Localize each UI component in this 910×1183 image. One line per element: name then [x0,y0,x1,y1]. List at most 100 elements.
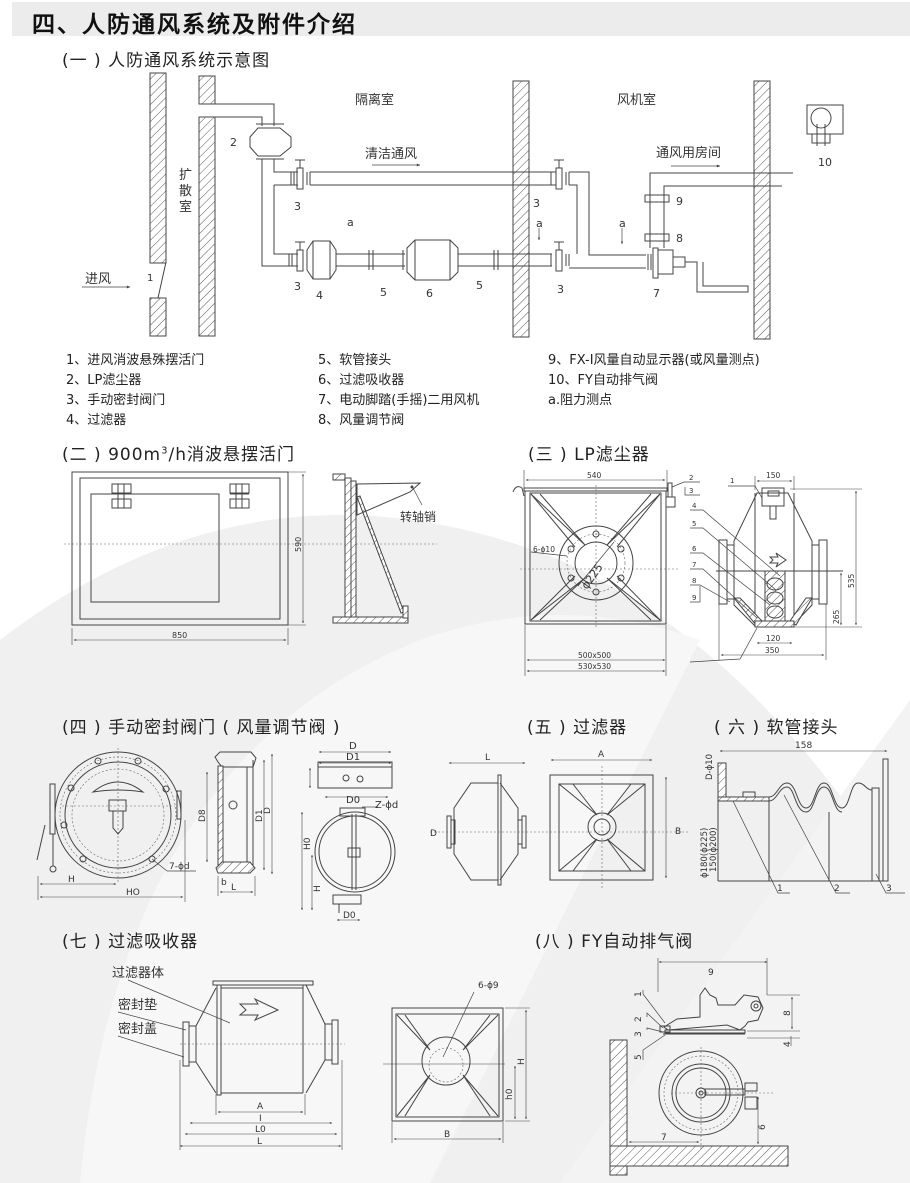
lp-side-flange-right-inner [811,544,820,600]
leader [127,979,231,1024]
leader [690,584,731,603]
exhaust-plan-weight [744,1082,758,1092]
marker-7: 7 [653,287,660,300]
legend-item: a.阻力测点 [548,393,613,408]
hose-flange-hatch [717,762,727,800]
absorber-flange-right [331,1019,339,1065]
label-filter-body: 过滤器体 [112,966,164,981]
damper-ring-inner [318,815,392,889]
leader [732,800,790,894]
legend-column-3: 9、FX-I风量自动显示器(或风量测点) 10、FY自动排气阀 a.阻力测点 [548,351,760,411]
dim-filter-L: L [485,753,490,763]
dim-D1: D1 [255,809,265,822]
dim-180-225: ϕ180(ϕ225) [700,828,710,878]
part-5: 5 [692,520,696,528]
section5-title: (五 ) 过滤器 [527,718,628,738]
exhaust-plan-dash [663,1055,739,1131]
hose-connector-drawing: 158 D-ϕ10 ϕ180(ϕ225) 150(ϕ200) 1 2 3 [700,741,905,894]
pivot-pin-label: 转轴销 [400,509,436,524]
valve-side-bottom [215,861,256,874]
dim-9: 9 [708,968,714,978]
dim-4: 4 [783,1041,793,1047]
swing-plate [356,495,405,614]
duct-intake [199,103,275,126]
marker-4: 4 [316,289,323,302]
bore-dim: ϕ225 [579,561,606,592]
sealed-valve-3d [550,241,570,272]
legend-column-2: 5、软管接头 6、过滤吸收器 7、电动脚踏(手摇)二用风机 8、风量调节阀 [318,351,479,431]
side-wall [344,477,352,619]
hinge-right [229,483,250,509]
dim-265: 265 [832,609,841,624]
part-3: 3 [634,1031,644,1037]
valve-bolt-holes [60,757,170,863]
dim-158: 158 [795,741,812,751]
wall-diffusion-top [198,75,216,105]
holes-leader [530,551,568,557]
side-wall-top [332,473,346,481]
valve-side-pivot [228,800,238,810]
part-1: 1 [730,477,734,485]
lp-rib [530,575,576,621]
diffusion-room-char-3: 室 [179,199,192,215]
leader [690,509,781,577]
absorber-cone-right [305,984,326,1094]
valve-handle-bracket [49,783,56,835]
lp-rib [530,577,586,621]
lp-bolt-holes [567,530,625,596]
exhaust-valve-10 [806,104,844,146]
marker-a: a [347,216,354,229]
absorber-top-plate [212,980,314,986]
hose-bellows-outer [768,782,873,809]
lp-filter-drawing: ϕ225 6-ϕ10 540 500x500 530x530 2 3 [512,470,862,676]
lp-filter-2 [249,127,292,157]
part-5: 5 [634,1054,644,1060]
dim-120: 120 [766,634,781,643]
dim-top-D0: D0 [346,795,360,806]
hose-clamp-hatch [717,796,770,802]
isolation-room-label: 隔离室 [355,92,394,108]
label-cover: 密封盖 [118,1021,157,1037]
dim-front-D0: D0 [343,911,356,921]
duct-clean-top [273,159,298,173]
valve-disk [71,768,165,862]
leader [783,794,850,894]
pivot-pin-icon [410,485,414,489]
valve-frame-outer [71,471,289,626]
section8-title: (八 ) FY自动排气阀 [535,932,694,952]
exhaust-valve-body [663,987,764,1031]
marker-3: 3 [557,283,564,296]
valve-side-top [214,751,257,768]
leader [117,1011,187,1031]
wall-fan-room [753,80,771,340]
lp-rib [530,493,576,548]
legend-item: 10、FY自动排气阀 [548,373,658,388]
dim-filter-D: D [430,829,437,839]
section6-title: ( 六 ) 软管接头 [714,718,839,738]
dim-8: 8 [783,1010,793,1016]
duct-intake-lower [215,116,263,126]
damper-ring-outer [314,811,396,893]
damper-actuator [332,894,362,905]
duct-bypass [569,184,578,254]
absorber-rib [462,1074,499,1117]
damper-hub [347,847,361,858]
exhaust-valve-plate [664,1029,746,1034]
filter-absorber-6 [406,239,459,281]
leader [646,1027,664,1033]
filter-side-body [453,782,499,881]
hose-end-plate [871,787,880,882]
damper-top-boss [339,807,366,817]
dim-Zd: Z-ϕd [375,800,398,811]
swing-valve-1 [157,261,167,299]
absorber-rib [396,1074,431,1117]
bg-arc-inner [80,615,700,1183]
marker-8: 8 [676,232,683,245]
flow-display-9 [644,194,670,203]
fan-room-label: 风机室 [617,92,656,108]
wall-outer [149,72,167,264]
clean-flow-label: 清洁通风 [365,147,417,162]
marker-a: a [619,217,626,230]
part-4: 4 [692,502,697,510]
